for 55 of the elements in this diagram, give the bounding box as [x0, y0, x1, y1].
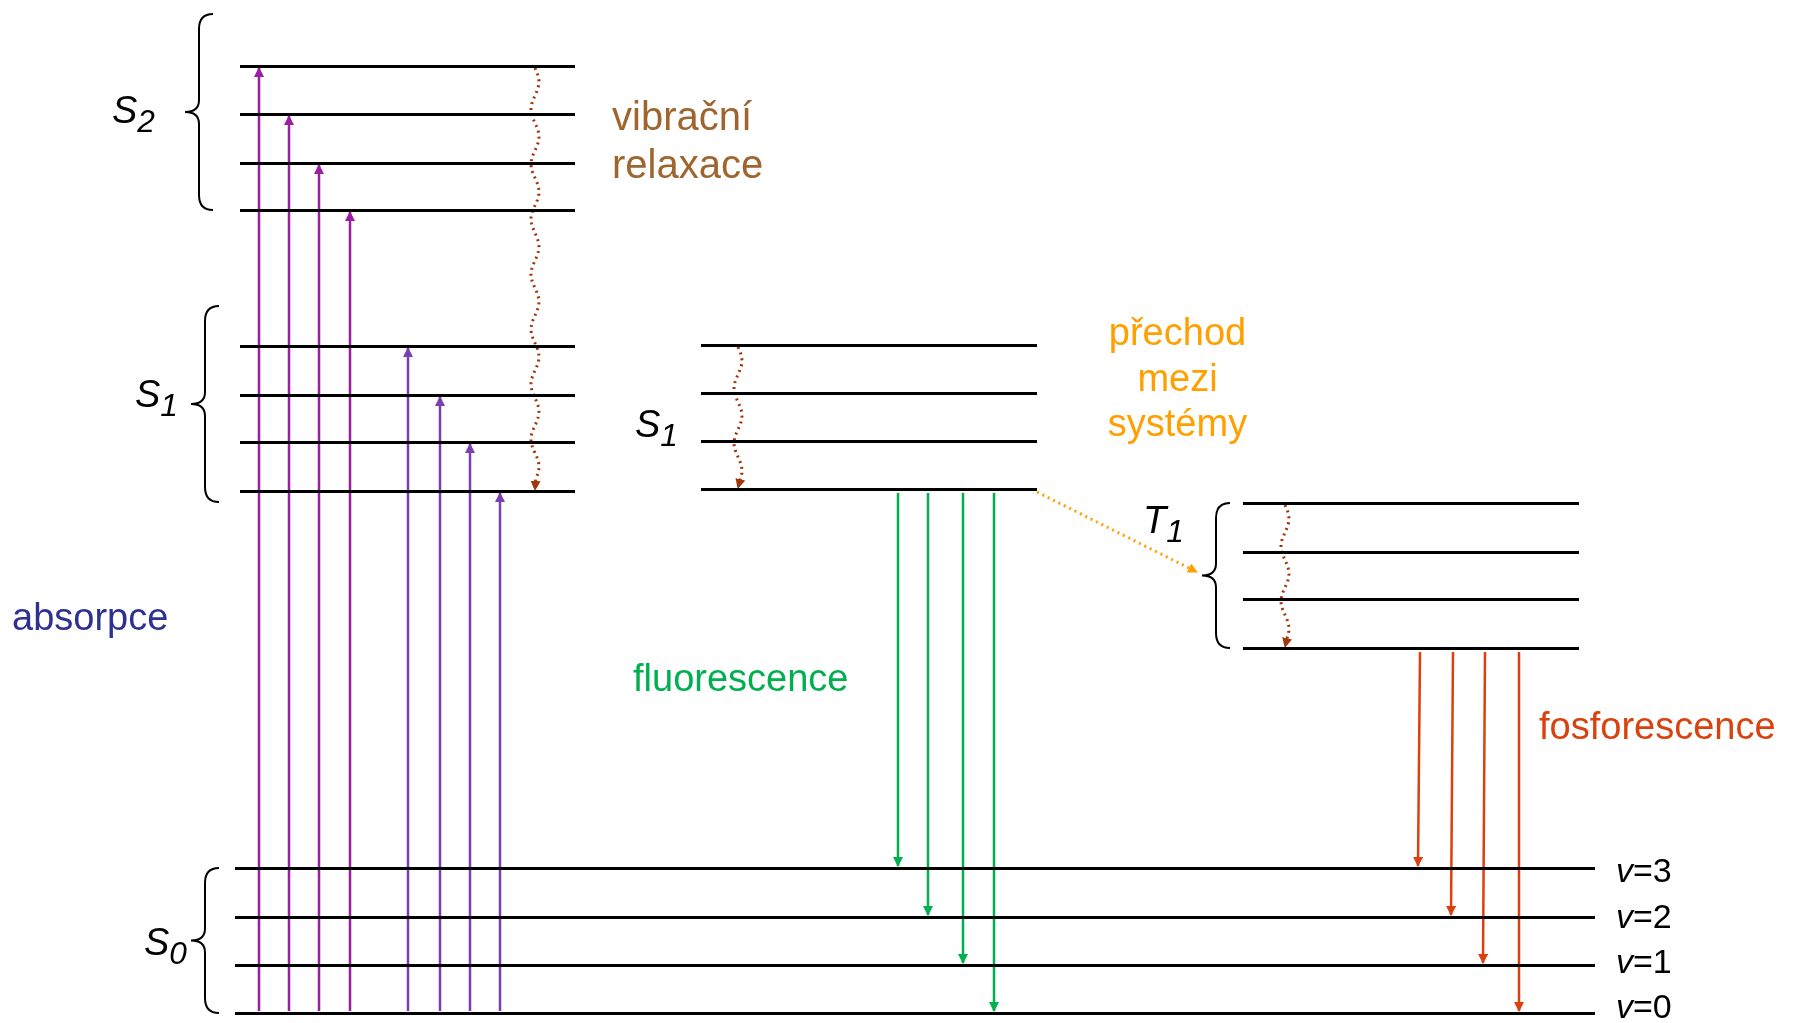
energy-level-line [701, 392, 1037, 395]
arrow [893, 493, 903, 867]
state-label: S$_{0}$ [144, 920, 187, 972]
vibrational-level-label: v=0 [1616, 986, 1672, 1023]
state-label: S$_{2}$ [112, 88, 155, 140]
state-label: S$_{1}$ [135, 372, 178, 424]
dotted-arrow [1279, 504, 1292, 648]
arrow [254, 67, 264, 1011]
energy-level-line [235, 867, 1595, 870]
arrow [958, 493, 968, 964]
dotted-arrow [732, 346, 746, 489]
dotted-arrow [529, 67, 541, 491]
energy-level-line [235, 1012, 1595, 1015]
arrow [345, 211, 355, 1011]
energy-level-line [1243, 502, 1579, 505]
state-label: T$_{1}$ [1143, 498, 1184, 550]
dotted-arrow [1036, 490, 1198, 574]
energy-level-line [235, 964, 1595, 967]
vibrational-level-label: v=1 [1616, 941, 1672, 982]
energy-level-line [240, 113, 575, 116]
arrow [465, 443, 475, 1011]
energy-level-line [240, 209, 575, 212]
curly-brace [1201, 502, 1231, 649]
vibrational-level-label: v=3 [1616, 850, 1672, 891]
energy-level-line [1243, 647, 1579, 650]
energy-level-line [240, 490, 575, 493]
arrow [1478, 652, 1489, 964]
arrow [314, 164, 324, 1011]
arrow [923, 493, 933, 916]
energy-level-line [240, 162, 575, 165]
energy-level-line [1243, 598, 1579, 601]
arrow [1413, 652, 1424, 867]
energy-level-line [240, 65, 575, 68]
process-label: vibrační relaxace [612, 93, 765, 188]
energy-level-line [1243, 551, 1579, 554]
process-label: fluorescence [633, 656, 849, 701]
arrow [495, 492, 505, 1011]
energy-level-line [240, 394, 575, 397]
process-label: přechod mezi systémy [1106, 310, 1249, 447]
energy-level-line [240, 441, 575, 444]
energy-level-line [701, 440, 1037, 443]
arrow [1514, 652, 1524, 1012]
energy-level-line [701, 488, 1037, 491]
process-label: fosforescence [1539, 704, 1776, 749]
arrow [435, 396, 445, 1011]
arrow [403, 347, 413, 1011]
arrow [284, 115, 294, 1011]
arrow [1446, 652, 1457, 916]
energy-level-line [240, 345, 575, 348]
energy-level-line [235, 916, 1595, 919]
energy-level-line [701, 344, 1037, 347]
state-label: S$_{1}$ [635, 402, 678, 454]
vibrational-level-label: v=2 [1616, 896, 1672, 937]
arrow [989, 493, 999, 1012]
process-label: absorpce [12, 595, 169, 640]
